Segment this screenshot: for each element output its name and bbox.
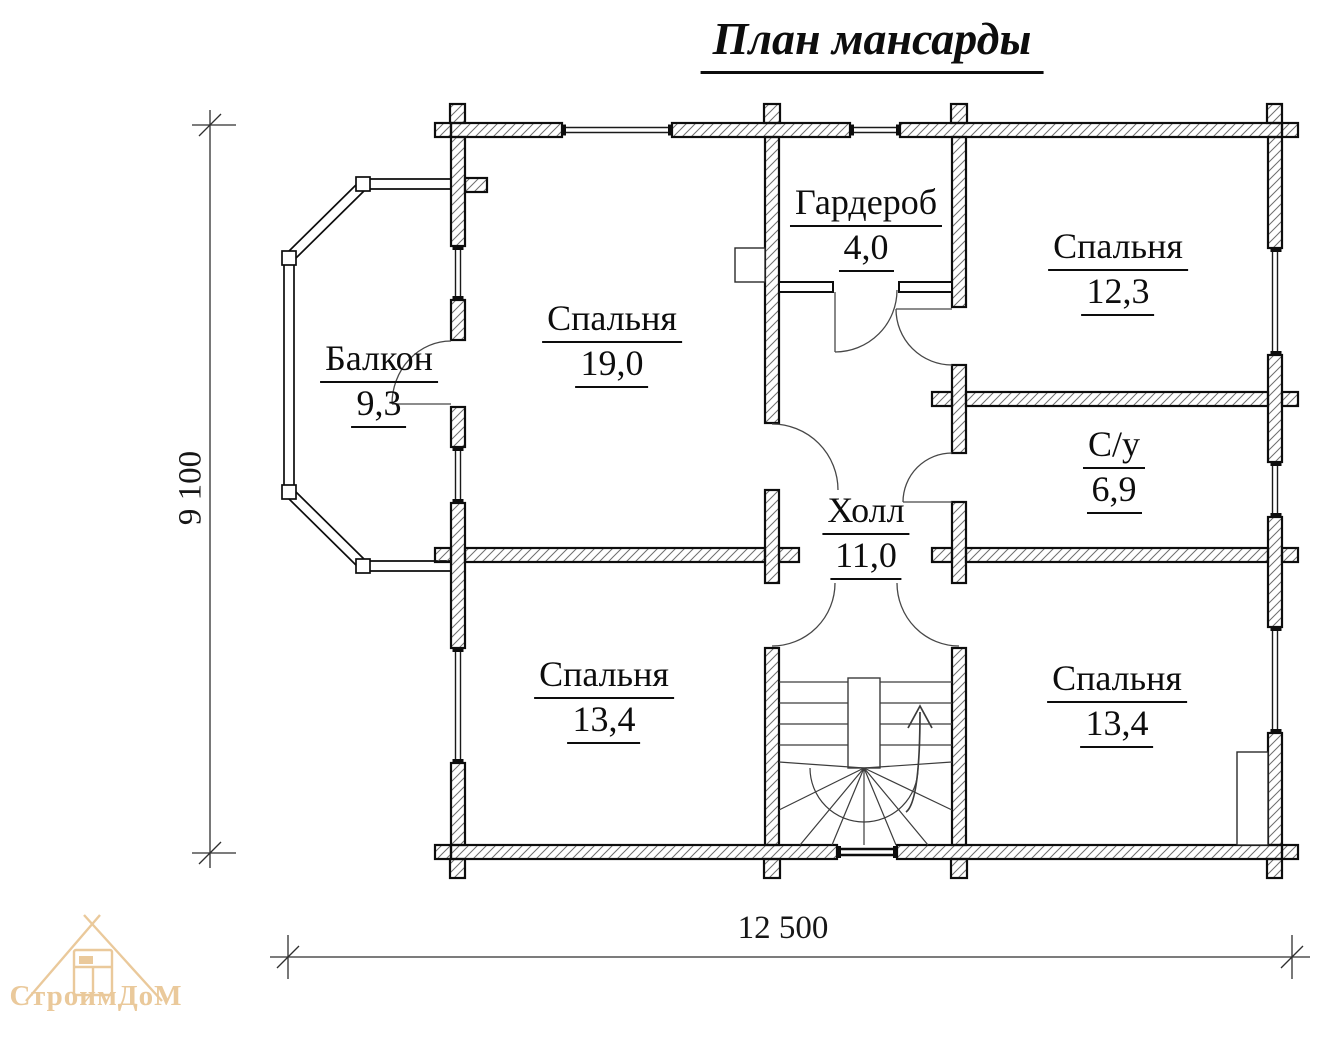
room-name: Спальня xyxy=(542,298,682,343)
room-name: Гардероб xyxy=(789,182,943,227)
window xyxy=(452,648,464,763)
dimension-width: 12 500 xyxy=(737,910,829,946)
room-area: 6,9 xyxy=(1086,469,1142,514)
room-name: Спальня xyxy=(1048,226,1188,271)
dimension-lines xyxy=(192,110,1310,979)
stairs-group xyxy=(778,677,953,846)
room-name: Спальня xyxy=(534,654,674,699)
room-label-bedroom-13-right: Спальня 13,4 xyxy=(1047,658,1187,748)
window xyxy=(452,246,464,300)
balcony-post xyxy=(355,176,371,192)
room-area: 9,3 xyxy=(351,383,407,428)
balcony-post xyxy=(281,484,297,500)
room-label-hall: Холл 11,0 xyxy=(822,490,910,580)
doors-group xyxy=(391,289,960,647)
room-name: Холл xyxy=(822,490,910,535)
stair-landing xyxy=(847,677,881,769)
window xyxy=(562,124,672,136)
window xyxy=(1270,248,1282,355)
balcony-post xyxy=(281,250,297,266)
room-area: 13,4 xyxy=(1080,703,1154,748)
door-arc xyxy=(391,340,452,405)
room-name: Балкон xyxy=(320,338,438,383)
room-label-bathroom: С/у 6,9 xyxy=(1082,424,1146,514)
room-area: 11,0 xyxy=(830,535,902,580)
balcony-post xyxy=(355,558,371,574)
window xyxy=(837,846,897,858)
door-arc xyxy=(902,452,953,503)
window xyxy=(452,447,464,503)
room-label-balcony: Балкон 9,3 xyxy=(320,338,438,428)
room-area: 19,0 xyxy=(575,343,649,388)
partition-wall xyxy=(778,281,953,293)
door-arc xyxy=(834,289,898,353)
room-label-wardrobe: Гардероб 4,0 xyxy=(789,182,943,272)
door-arc xyxy=(896,582,960,647)
room-area: 13,4 xyxy=(567,699,641,744)
walls-group xyxy=(433,102,1300,880)
flue-block xyxy=(734,247,766,283)
door-arc xyxy=(895,308,953,366)
room-area: 12,3 xyxy=(1081,271,1155,316)
room-label-bedroom-13-left: Спальня 13,4 xyxy=(534,654,674,744)
builder-logo-icon xyxy=(25,914,163,1002)
stairs-up-arrow-icon xyxy=(905,704,933,813)
corner-block xyxy=(1236,751,1269,846)
plan-title: План мансарды xyxy=(700,12,1044,74)
door-arc xyxy=(771,423,839,491)
window xyxy=(1270,627,1282,733)
room-name: Спальня xyxy=(1047,658,1187,703)
room-label-bedroom-19: Спальня 19,0 xyxy=(542,298,682,388)
room-name: С/у xyxy=(1082,424,1146,469)
room-area: 4,0 xyxy=(838,227,894,272)
watermark-text: СтроимДоМ xyxy=(9,980,183,1012)
window xyxy=(1270,462,1282,517)
room-label-bedroom-12: Спальня 12,3 xyxy=(1048,226,1188,316)
window xyxy=(850,124,900,136)
door-arc xyxy=(771,582,836,647)
dimension-height: 9 100 xyxy=(172,450,209,526)
windows-group xyxy=(452,124,1282,858)
